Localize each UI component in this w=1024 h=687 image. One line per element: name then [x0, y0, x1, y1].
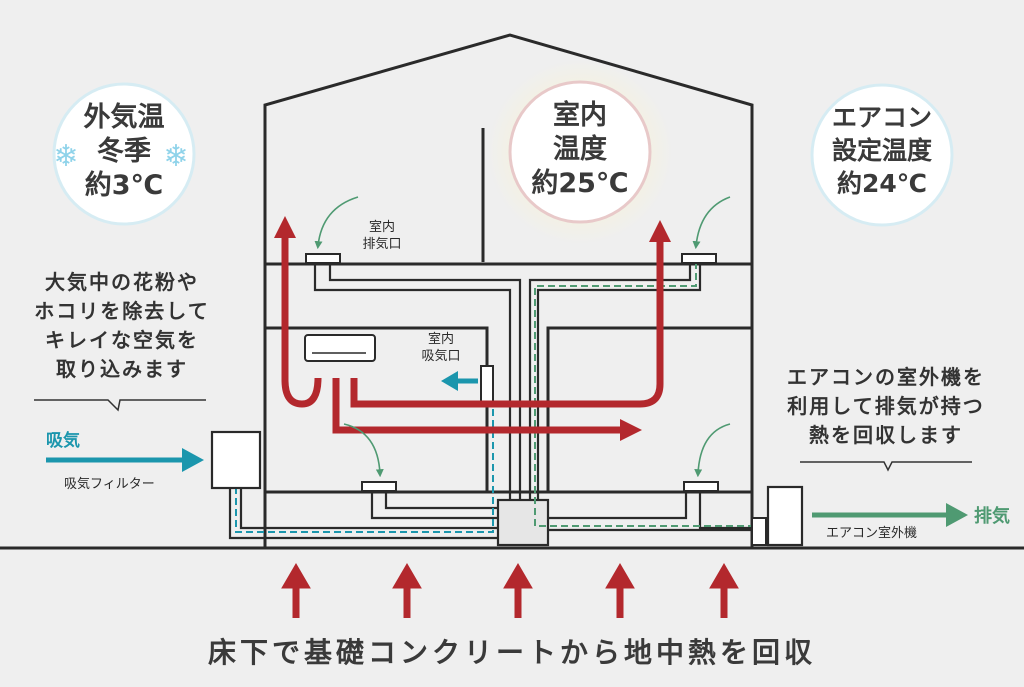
intake-label: 吸気	[46, 430, 80, 451]
curved-arrow-icon	[314, 196, 731, 478]
badge-indoor-line2: 温度	[553, 133, 607, 165]
exhaust-arrow	[812, 503, 968, 527]
room-intake-label-line1: 室内	[428, 331, 454, 347]
right-note-line3: 熱を回収します	[809, 423, 963, 447]
intake-filter-box	[210, 430, 262, 490]
exhaust-air-route	[534, 262, 760, 527]
right-note: エアコンの室外機を 利用して排気が持つ 熱を回収します	[787, 365, 985, 472]
room-exhaust-label-line1: 室内	[369, 219, 395, 235]
exhaust-label: 排気	[974, 505, 1010, 527]
snowflake-icon: ❄	[163, 139, 188, 174]
fresh-air-route	[235, 380, 494, 533]
badge-outdoor-line2: 冬季	[97, 135, 151, 167]
vent-grille-upper-right	[681, 253, 717, 264]
duct-network	[228, 262, 760, 540]
left-note-line4: 取り込みます	[56, 357, 188, 381]
badge-indoor-temp: 室内 温度 約25℃	[488, 60, 672, 244]
vent-grille-floor-left	[361, 481, 397, 492]
intake-filter-label: 吸気フィルター	[64, 476, 155, 492]
room-exhaust-label-line2: 排気口	[362, 236, 401, 252]
badge-outdoor-line3: 約3℃	[85, 169, 163, 201]
aircon-outdoor-unit	[751, 485, 804, 547]
left-note-line2: ホコリを除去して	[34, 299, 209, 323]
badge-outdoor-temp: ❄ ❄ 外気温 冬季 約3℃	[52, 82, 196, 226]
heat-exchanger-box	[496, 498, 550, 547]
left-note-line3: キレイな空気を	[45, 328, 199, 352]
intake-arrow	[46, 448, 204, 472]
badge-indoor-line3: 約25℃	[531, 167, 628, 199]
right-note-line2: 利用して排気が持つ	[787, 394, 984, 418]
heat-up-arrow-icon	[392, 563, 422, 618]
vent-grille-floor-right	[683, 481, 719, 492]
room-intake-grille	[480, 365, 494, 407]
heat-up-arrow-icon	[605, 563, 635, 618]
heat-up-arrow-icon	[281, 563, 311, 618]
footer-caption: 床下で基礎コンクリートから地中熱を回収	[208, 636, 816, 669]
heat-up-arrow-icon	[503, 563, 533, 618]
left-note-line1: 大気中の花粉や	[45, 270, 199, 294]
house-outline	[263, 33, 754, 548]
air-flow-arrow-icon	[441, 371, 478, 391]
vent-grille-upper-left	[305, 253, 341, 264]
warm-air-flow	[281, 234, 664, 434]
left-note: 大気中の花粉や ホコリを除去して キレイな空気を 取り込みます	[34, 270, 209, 412]
badge-aircon-line3: 約24℃	[837, 169, 927, 198]
right-note-line1: エアコンの室外機を	[787, 365, 985, 389]
badge-aircon-setpoint: エアコン 設定温度 約24℃	[810, 83, 954, 227]
ground-heat-arrows	[281, 563, 739, 618]
room-intake-label-line2: 吸気口	[421, 348, 460, 364]
heat-up-arrow-icon	[709, 563, 739, 618]
badge-aircon-line1: エアコン	[832, 103, 932, 132]
heat-up-arrow-icon	[274, 216, 671, 441]
badge-aircon-line2: 設定温度	[832, 136, 932, 165]
aircon-indoor-unit	[304, 334, 376, 362]
badge-outdoor-line1: 外気温	[84, 101, 165, 133]
snowflake-icon: ❄	[53, 139, 78, 174]
badge-indoor-line1: 室内	[553, 99, 607, 131]
outdoor-unit-label: エアコン室外機	[826, 525, 917, 541]
